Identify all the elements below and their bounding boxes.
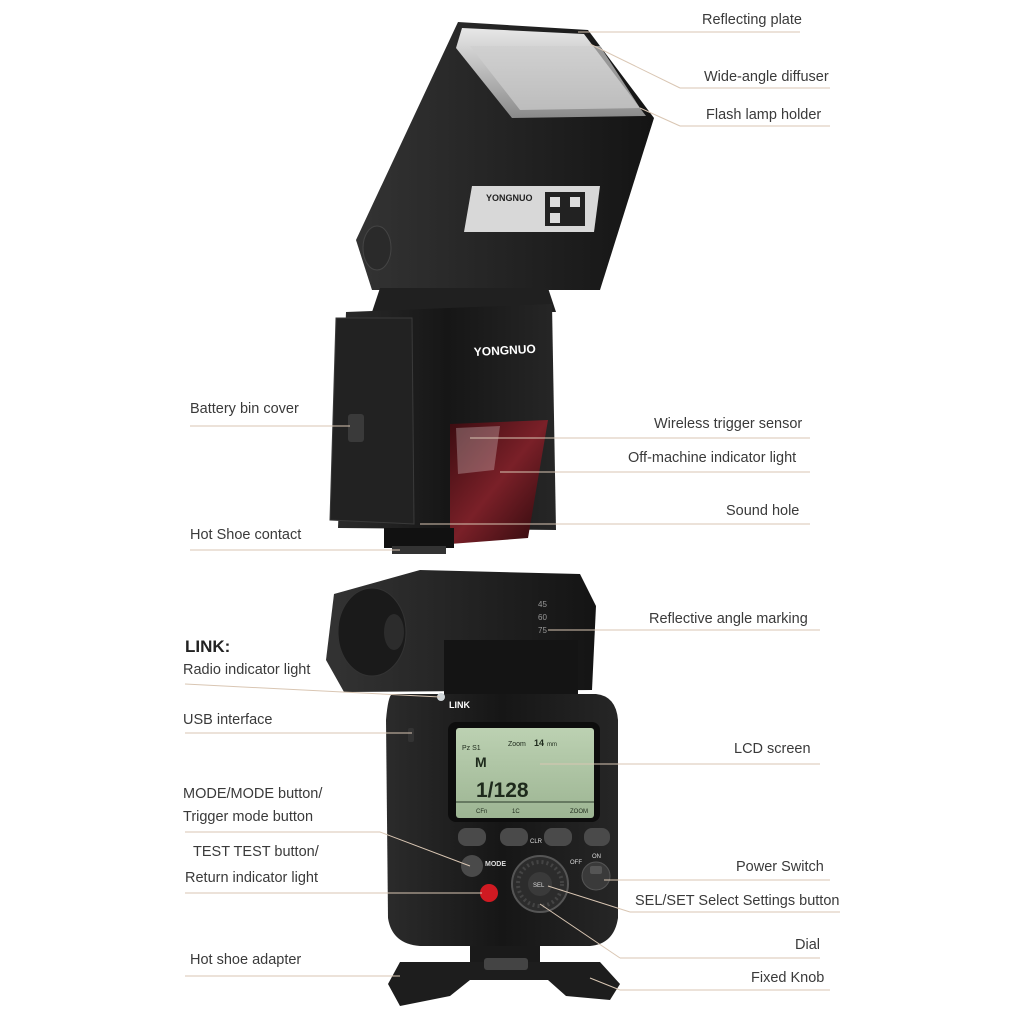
lcd-display [456, 728, 594, 818]
sel-text: SEL [533, 883, 545, 889]
lcd-mode: M [475, 754, 487, 770]
label-wireless-trigger-sensor: Wireless trigger sensor [654, 416, 803, 432]
hot-shoe-adapter-shape [388, 962, 620, 1006]
lcd-zoom-value: 14 [534, 738, 544, 748]
label-fixed-knob: Fixed Knob [751, 970, 825, 986]
label-off-machine-indicator: Off-machine indicator light [628, 450, 797, 466]
angle-mark-60: 60 [538, 613, 547, 622]
lcd-softkey-3: 1C [512, 809, 520, 815]
label-hot-shoe-contact: Hot Shoe contact [190, 527, 302, 543]
usb-port[interactable] [408, 728, 414, 742]
fresnel-lens [470, 46, 640, 110]
power-switch[interactable] [581, 861, 611, 891]
lcd-softkey-4: ZOOM [570, 809, 588, 815]
link-heading: LINK: [185, 637, 231, 656]
wireless-sensor-window [450, 420, 548, 544]
battery-bin-cover-shape [329, 317, 415, 525]
label-test-button-line2: Return indicator light [185, 870, 318, 886]
mode-button[interactable] [461, 855, 483, 877]
label-wide-angle-diffuser: Wide-angle diffuser [704, 69, 829, 85]
mode-text: MODE [485, 861, 506, 868]
sel-set-button[interactable] [528, 872, 552, 896]
label-sel-set-button: SEL/SET Select Settings button [635, 893, 840, 909]
lcd-zoom-unit: mm [547, 742, 557, 748]
on-text: ON [592, 854, 601, 860]
label-sound-hole: Sound hole [726, 503, 800, 519]
soft-button-3[interactable] [544, 828, 572, 846]
lcd-zoom-label: Zoom [508, 741, 526, 748]
head-brand: YONGNUO [486, 193, 533, 203]
soft-button-2[interactable] [500, 828, 528, 846]
top-flash-unit [329, 22, 654, 554]
bottom-flash-unit [326, 570, 620, 1006]
label-reflective-angle-marking: Reflective angle marking [649, 611, 808, 627]
lcd-power: 1/128 [476, 779, 529, 802]
off-text: OFF [570, 860, 582, 866]
label-battery-bin-cover: Battery bin cover [190, 401, 299, 417]
label-flash-lamp-holder: Flash lamp holder [706, 107, 822, 123]
label-lcd-screen: LCD screen [734, 741, 811, 757]
label-radio-indicator-light: Radio indicator light [183, 662, 311, 678]
lcd-group: Pz S1 [462, 745, 481, 752]
test-button[interactable] [480, 884, 498, 902]
angle-mark-75: 75 [538, 626, 547, 635]
label-mode-button-line1: MODE/MODE button/ [183, 786, 323, 802]
lcd-softkey-1: CFn [476, 809, 487, 815]
label-reflecting-plate: Reflecting plate [702, 12, 802, 28]
soft-button-4[interactable] [584, 828, 610, 846]
radio-indicator-light [437, 693, 445, 701]
soft-button-1[interactable] [458, 828, 486, 846]
label-power-switch: Power Switch [736, 859, 824, 875]
label-mode-button-line2: Trigger mode button [183, 809, 314, 825]
leader-lines [184, 31, 840, 991]
clr-text: CLR [530, 839, 543, 845]
label-test-button-line1: TEST TEST button/ [193, 844, 319, 860]
label-dial: Dial [795, 937, 820, 953]
angle-mark-45: 45 [538, 600, 547, 609]
body-brand: YONGNUO [473, 342, 536, 359]
label-hot-shoe-adapter: Hot shoe adapter [190, 952, 302, 968]
label-usb-interface: USB interface [183, 712, 273, 728]
link-text: LINK [449, 700, 470, 710]
